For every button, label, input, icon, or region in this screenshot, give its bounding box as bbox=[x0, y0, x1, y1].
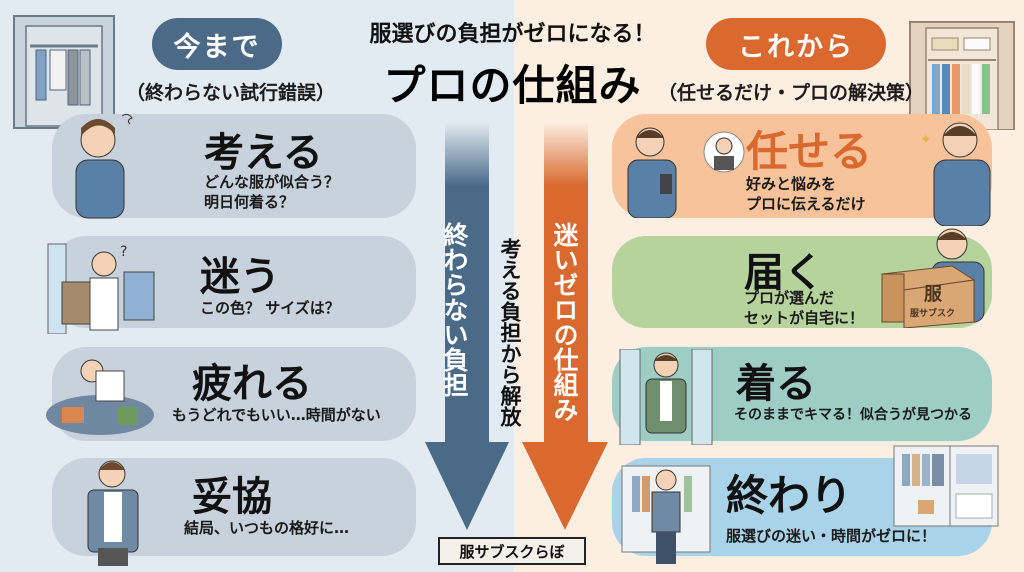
after-step-done: 終わり 服選びの迷い・時間がゼロに！ bbox=[612, 445, 999, 564]
step-heading: 疲れる bbox=[192, 361, 312, 407]
box-sublabel: 服サブスク bbox=[910, 309, 956, 319]
before-step-think: 考える どんな服が似合う？ 明日何着る？ bbox=[52, 113, 416, 219]
after-step-wear: 着る そのままでキマる！似合うが見つかる bbox=[612, 347, 992, 445]
step-description: そのままでキマる！似合うが見つかる bbox=[734, 407, 972, 423]
before-caption: （終わらない試行錯誤） bbox=[126, 82, 336, 104]
ongoing-burden-label: 終わらない負担 bbox=[440, 222, 469, 397]
step-heading: 迷う bbox=[200, 254, 280, 300]
page-title: プロの仕組み bbox=[383, 61, 642, 110]
after-caption: （任せるだけ・プロの解決策） bbox=[658, 82, 925, 104]
step-description: プロが選んだ セットが自宅に！ bbox=[744, 289, 865, 327]
step-description: この色？ サイズは？ bbox=[200, 299, 340, 317]
step-description: 好みと悩みを プロに伝えるだけ bbox=[746, 175, 866, 213]
svg-text:?: ? bbox=[120, 244, 127, 260]
step-heading: 任せる bbox=[746, 127, 873, 176]
brand-footer: 服サブスクらぼ bbox=[438, 537, 586, 565]
step-heading: 妥協 bbox=[192, 474, 272, 520]
step-heading: 着る bbox=[736, 361, 816, 407]
man-in-mirror-illustration bbox=[619, 349, 713, 445]
confused-man-illustration bbox=[75, 113, 133, 219]
zero-hesitation-label: 迷いゼロの仕組み bbox=[550, 222, 579, 422]
before-badge: 今まで bbox=[152, 18, 282, 70]
step-heading: 考える bbox=[204, 130, 323, 176]
step-description: 結局、いつもの格好に… bbox=[184, 519, 350, 537]
man-with-organized-closet-illustration bbox=[621, 465, 711, 564]
closet-illustration-right bbox=[909, 21, 1015, 130]
organized-wardrobe-illustration bbox=[893, 445, 999, 527]
burden-release-label: 考える負担から解放 bbox=[498, 238, 522, 427]
step-heading: 届く bbox=[744, 250, 824, 296]
after-badge: これから bbox=[706, 18, 886, 70]
closet-illustration-left bbox=[13, 15, 115, 129]
after-step-delivered: 届く プロが選んだ セットが自宅に！ 服 服サブスク bbox=[612, 228, 992, 328]
step-description: どんな服が似合う？ 明日何着る？ bbox=[204, 173, 340, 211]
step-heading: 終わり bbox=[726, 471, 853, 520]
mirror-shirts-illustration: ? bbox=[47, 243, 155, 334]
ongoing-burden-arrow bbox=[425, 122, 509, 530]
tired-man-clothes-pile-illustration bbox=[46, 359, 154, 435]
title-tagline: 服選びの負担がゼロになる！ bbox=[369, 22, 656, 47]
before-step-tired: 疲れる もうどれでもいい…時間がない bbox=[46, 347, 416, 441]
man-holding-delivery-box-illustration bbox=[880, 228, 985, 328]
svg-text:✦: ✦ bbox=[920, 132, 932, 148]
before-step-compromise: 妥協 結局、いつもの格好に… bbox=[52, 458, 416, 566]
box-label: 服 bbox=[924, 284, 942, 305]
after-step-entrust: 任せる 好みと悩みを プロに伝えるだけ ✦ bbox=[612, 114, 992, 226]
happy-man-gesturing-illustration: ✦ bbox=[920, 122, 991, 226]
zero-hesitation-arrow bbox=[522, 122, 608, 530]
before-step-hesitate: ? 迷う この色？ サイズは？ bbox=[47, 236, 416, 334]
step-description: もうどれでもいい…時間がない bbox=[172, 406, 381, 424]
step-description: 服選びの迷い・時間がゼロに！ bbox=[726, 527, 937, 545]
compromised-man-illustration bbox=[87, 460, 139, 566]
man-with-phone-stylist-illustration bbox=[627, 127, 745, 218]
